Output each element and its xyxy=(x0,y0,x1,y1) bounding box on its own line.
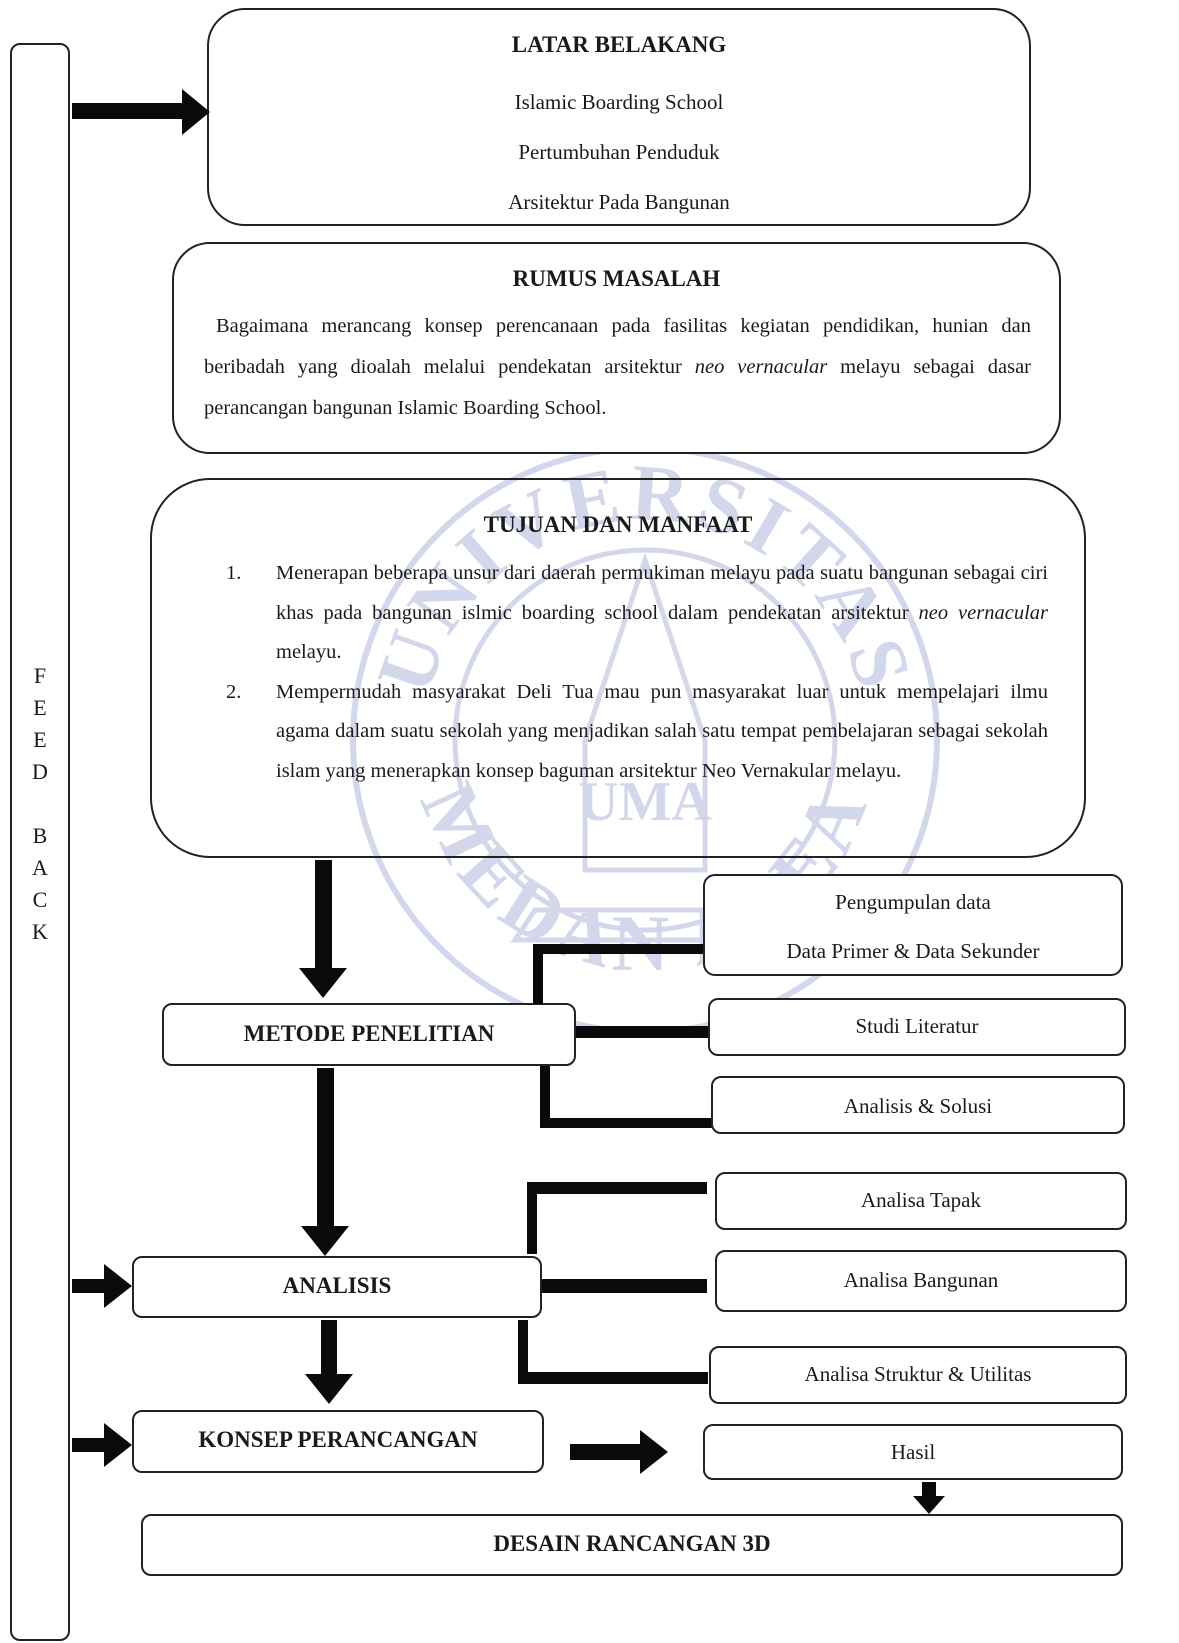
rumus-masalah-text: Bagaimana merancang konsep perencanaan p… xyxy=(204,306,1031,429)
tujuan-list: 1. Menerapan beberapa unsur dari daerah … xyxy=(226,554,1048,791)
tujuan-item-text: Mempermudah masyarakat Deli Tua mau pun … xyxy=(276,680,1048,782)
tujuan-item-number: 1. xyxy=(226,562,242,584)
analisis-box: ANALISIS xyxy=(132,1256,542,1318)
analisa-tapak-label: Analisa Tapak xyxy=(860,1188,982,1212)
feedback-arrow-head xyxy=(182,89,210,135)
tujuan-item: 2. Mempermudah masyarakat Deli Tua mau p… xyxy=(226,673,1048,792)
arrow-head xyxy=(299,968,347,998)
analisis-label: ANALISIS xyxy=(282,1273,392,1298)
tujuan-item-number: 2. xyxy=(226,680,242,703)
arrow-shaft xyxy=(315,860,332,970)
feedback-arrow-shaft xyxy=(72,103,184,119)
feedback-letter: F xyxy=(33,663,47,688)
feedback-arrow-head xyxy=(104,1264,132,1308)
feedback-letter: C xyxy=(32,887,48,912)
hasil-label: Hasil xyxy=(890,1440,936,1464)
desain-rancangan-label: DESAIN RANCANGAN 3D xyxy=(493,1531,771,1556)
pengumpulan-data-box: Pengumpulan data Data Primer & Data Seku… xyxy=(703,874,1123,976)
desain-rancangan-box: DESAIN RANCANGAN 3D xyxy=(141,1514,1123,1576)
analisis-solusi-label: Analisis & Solusi xyxy=(843,1094,993,1118)
connector xyxy=(527,1182,707,1194)
arrow-shaft xyxy=(570,1444,642,1460)
arrow-head xyxy=(640,1430,668,1474)
connector xyxy=(542,1279,707,1293)
feedback-letter: K xyxy=(32,919,48,944)
latar-belakang-box: LATAR BELAKANG Islamic Boarding School P… xyxy=(207,8,1031,226)
latar-item: Pertumbuhan Penduduk xyxy=(518,140,720,164)
feedback-letter: B xyxy=(32,823,48,848)
feedback-arrow-shaft xyxy=(72,1279,106,1293)
feedback-letter: A xyxy=(32,855,48,880)
studi-literatur-label: Studi Literatur xyxy=(855,1014,979,1038)
arrow-head xyxy=(301,1226,349,1256)
analisa-tapak-box: Analisa Tapak xyxy=(715,1172,1127,1230)
pengumpulan-data-sub: Data Primer & Data Sekunder xyxy=(786,939,1040,963)
arrow-shaft xyxy=(321,1320,337,1376)
connector xyxy=(540,1066,550,1126)
analisa-bangunan-box: Analisa Bangunan xyxy=(715,1250,1127,1312)
connector xyxy=(576,1026,708,1038)
arrow-head xyxy=(913,1496,945,1514)
rumus-masalah-title: RUMUS MASALAH xyxy=(512,266,721,291)
latar-item: Arsitektur Pada Bangunan xyxy=(508,190,730,214)
rumus-text-italic: neo vernacular xyxy=(694,356,828,378)
tujuan-item: 1. Menerapan beberapa unsur dari daerah … xyxy=(226,554,1048,673)
analisa-struktur-label: Analisa Struktur & Utilitas xyxy=(804,1362,1032,1386)
rumus-masalah-box: RUMUS MASALAH Bagaimana merancang konsep… xyxy=(172,242,1061,454)
tujuan-item-text-end: melayu. xyxy=(276,641,342,663)
tujuan-manfaat-title: TUJUAN DAN MANFAAT xyxy=(483,512,753,537)
feedback-letter: D xyxy=(32,759,48,784)
connector xyxy=(533,944,705,954)
feedback-arrow-shaft xyxy=(72,1438,106,1452)
latar-belakang-title: LATAR BELAKANG xyxy=(511,32,727,57)
konsep-perancangan-label: KONSEP PERANCANGAN xyxy=(198,1427,478,1452)
rumus-text-b: melayu sebagai dasar perancangan banguna… xyxy=(204,356,1032,419)
hasil-box: Hasil xyxy=(703,1424,1123,1480)
studi-literatur-box: Studi Literatur xyxy=(708,998,1126,1056)
rumus-text-a: Bagaimana merancang konsep perencanaan p… xyxy=(204,315,1031,378)
tujuan-item-text: Menerapan beberapa unsur dari daerah per… xyxy=(276,562,1048,624)
konsep-perancangan-box: KONSEP PERANCANGAN xyxy=(132,1410,544,1473)
analisa-bangunan-label: Analisa Bangunan xyxy=(843,1268,999,1292)
arrow-shaft xyxy=(922,1482,936,1498)
feedback-letter: E xyxy=(33,727,47,752)
feedback-letter: E xyxy=(33,695,47,720)
connector xyxy=(518,1320,528,1382)
pengumpulan-data-title: Pengumpulan data xyxy=(835,890,991,914)
tujuan-manfaat-box: TUJUAN DAN MANFAAT 1. Menerapan beberapa… xyxy=(150,478,1086,858)
connector xyxy=(527,1182,537,1254)
arrow-head xyxy=(305,1374,353,1404)
connector xyxy=(540,1118,712,1128)
analisis-solusi-box: Analisis & Solusi xyxy=(711,1076,1125,1134)
connector xyxy=(518,1372,708,1384)
metode-penelitian-label: METODE PENELITIAN xyxy=(243,1021,495,1046)
connector xyxy=(533,944,543,1004)
analisa-struktur-box: Analisa Struktur & Utilitas xyxy=(709,1346,1127,1404)
feedback-arrow-head xyxy=(104,1423,132,1467)
arrow-shaft xyxy=(317,1068,334,1228)
metode-penelitian-box: METODE PENELITIAN xyxy=(162,1003,576,1066)
latar-item: Islamic Boarding School xyxy=(514,90,724,114)
tujuan-item-italic: neo vernacular xyxy=(918,601,1049,624)
